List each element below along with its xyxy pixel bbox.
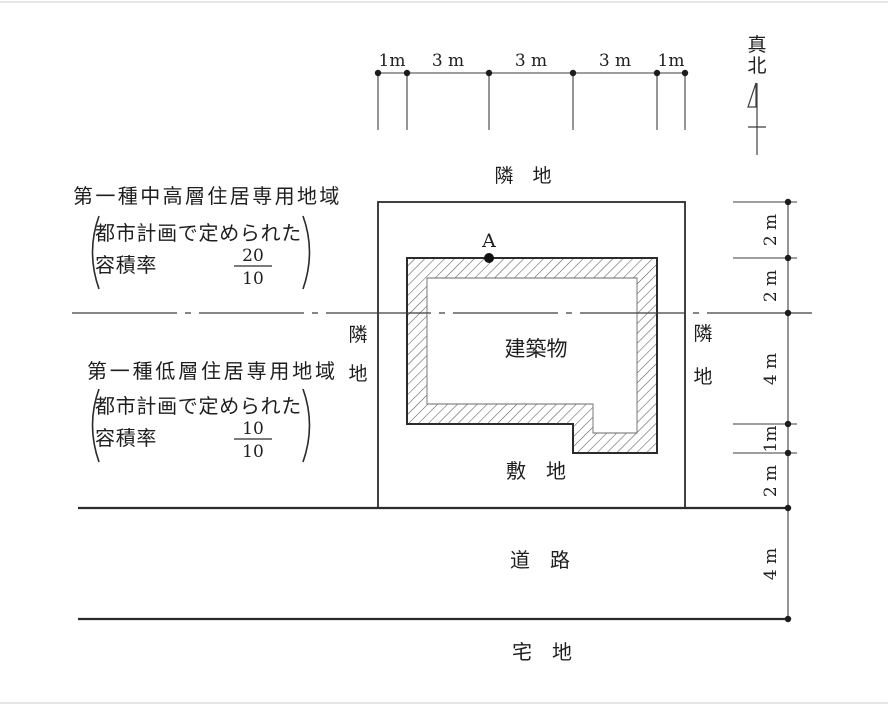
neighbor-top-label: 隣 地 [494, 165, 551, 187]
right-dim-label-2m-3: 2 m [761, 465, 781, 497]
right-dim-label-2m-2: 2 m [761, 270, 781, 302]
zone-upper-ratio-denominator: 10 [242, 269, 264, 289]
dimension-dot [403, 69, 411, 77]
building-footprint: 建築物 A [406, 230, 658, 454]
dimension-dot [784, 254, 792, 262]
top-dim-label-1m-left: 1m [379, 51, 406, 71]
top-dim-label-3m-2: 3 m [515, 51, 547, 71]
dimension-dot [784, 504, 792, 512]
zone-upper-name: 第一種中高層住居専用地域 [73, 184, 342, 208]
point-a-marker [484, 253, 494, 263]
neighbor-left-char1: 隣 [348, 324, 367, 346]
zone-upper-ratio-numerator: 20 [242, 246, 264, 266]
right-dimension-labels: 2 m 2 m 4 m 1m 2 m 4 m [761, 214, 781, 580]
zone-upper-paren-right [302, 215, 311, 290]
dimension-dot [569, 69, 577, 77]
dimension-dot [681, 69, 689, 77]
point-a-label: A [481, 230, 496, 252]
dimension-dot [784, 309, 792, 317]
north-arrow-head [747, 82, 757, 108]
neighbor-left-label: 隣 地 [348, 324, 367, 385]
zone-lower-plan-note: 都市計画で定められた [95, 394, 302, 418]
neighbor-right-char2: 地 [693, 366, 712, 388]
zone-lower-ratio-denominator: 10 [242, 442, 264, 462]
dimension-dot [485, 69, 493, 77]
neighbor-right-label: 隣 地 [693, 323, 712, 388]
dimension-dot [374, 69, 382, 77]
north-label-char2: 北 [747, 55, 766, 77]
zone-upper-plan-note: 都市計画で定められた [95, 221, 302, 245]
right-dim-label-4m-1: 4 m [761, 353, 781, 385]
road-label: 道 路 [510, 548, 570, 572]
top-dimension-dots [374, 69, 689, 77]
right-dimension-dots [784, 198, 792, 623]
dimension-dot [784, 420, 792, 428]
lot-label: 宅 地 [512, 640, 572, 664]
building-inner-outline [426, 277, 638, 434]
right-dim-label-4m-2: 4 m [761, 548, 781, 580]
zoning-label-upper: 第一種中高層住居専用地域 都市計画で定められた 容積率 20 10 [73, 184, 342, 290]
top-dim-label-3m-1: 3 m [432, 51, 464, 71]
zone-lower-paren-left [91, 388, 100, 463]
top-dimension [377, 72, 686, 130]
top-dim-label-3m-3: 3 m [599, 51, 631, 71]
zone-upper-ratio-label: 容積率 [95, 253, 157, 277]
dimension-dot [784, 615, 792, 623]
dimension-dot [784, 198, 792, 206]
dimension-dot [784, 449, 792, 457]
zone-lower-paren-right [302, 388, 311, 463]
site-label: 敷 地 [506, 459, 566, 483]
zoning-label-lower: 第一種低層住居専用地域 都市計画で定められた 容積率 10 10 [87, 359, 338, 463]
zone-lower-name: 第一種低層住居専用地域 [87, 359, 338, 383]
north-label-char1: 真 [747, 34, 766, 56]
top-dimension-labels: 1m 3 m 3 m 3 m 1m [379, 51, 685, 71]
right-dim-label-1m: 1m [761, 426, 781, 453]
zone-lower-ratio-numerator: 10 [242, 419, 264, 439]
neighbor-right-char1: 隣 [693, 323, 712, 345]
neighbor-left-char2: 地 [348, 363, 367, 385]
north-arrow: 真 北 [747, 34, 767, 155]
zone-lower-ratio-label: 容積率 [95, 426, 157, 450]
right-dim-label-2m-1: 2 m [761, 214, 781, 246]
zone-upper-paren-left [91, 215, 100, 290]
top-dim-label-1m-right: 1m [658, 51, 685, 71]
dimension-dot [653, 69, 661, 77]
building-label: 建築物 [505, 337, 568, 361]
